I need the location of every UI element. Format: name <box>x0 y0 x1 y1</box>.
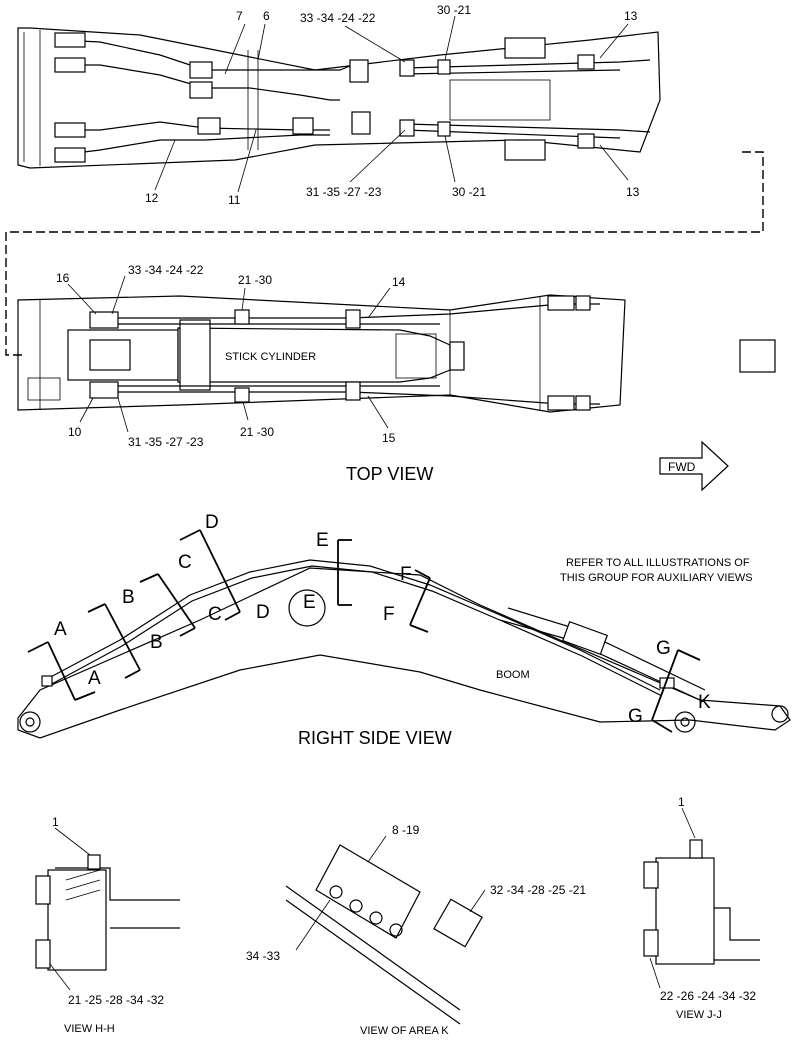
callout-15: 15 <box>382 431 396 445</box>
stick-cylinder-label: STICK CYLINDER <box>225 351 316 363</box>
section-d-bottom: D <box>256 602 270 623</box>
callout-13-bottom: 13 <box>626 185 640 199</box>
view-area-k: 8 -19 32 -34 -28 -25 -21 34 -33 VIEW OF … <box>246 823 586 1037</box>
callout-7: 7 <box>236 9 243 23</box>
section-e-top: E <box>316 530 329 551</box>
callout-6: 6 <box>263 9 270 23</box>
callout-11: 11 <box>228 193 241 207</box>
callout-30-bottom: 30 -21 <box>452 185 486 199</box>
view-j-j-title: VIEW J-J <box>676 1009 722 1021</box>
view-h-h-title: VIEW H-H <box>64 1023 115 1035</box>
refer-note-line1: REFER TO ALL ILLUSTRATIONS OF <box>566 557 750 569</box>
top-view-title: TOP VIEW <box>346 464 433 484</box>
refer-note-line2: THIS GROUP FOR AUXILIARY VIEWS <box>560 572 753 584</box>
callout-13-top: 13 <box>624 9 638 23</box>
callout-10: 10 <box>68 425 82 439</box>
callout-bolts-hh: 21 -25 -28 -34 -32 <box>68 993 164 1007</box>
view-j-j: 1 22 -26 -24 -34 -32 VIEW J-J <box>643 795 760 1021</box>
callout-14: 14 <box>392 275 406 289</box>
section-e-bottom: E <box>303 592 316 613</box>
callout-8-19: 8 -19 <box>392 823 420 837</box>
view-h-h: 1 21 -25 -28 -34 -32 VIEW H-H <box>35 815 180 1035</box>
fwd-label: FWD <box>668 460 696 474</box>
callout-bolts-jj: 22 -26 -24 -34 -32 <box>660 989 756 1003</box>
section-g-top: G <box>656 638 671 659</box>
fwd-arrow: FWD <box>659 440 729 492</box>
callout-12: 12 <box>145 191 159 205</box>
callout-21-30-top: 21 -30 <box>238 273 272 287</box>
top-view-upper: 7 6 33 -34 -24 -22 30 -21 13 12 11 31 -3… <box>17 3 661 207</box>
callout-33-top: 33 -34 -24 -22 <box>300 11 376 25</box>
callout-1-hh: 1 <box>52 815 59 829</box>
boom-label: BOOM <box>496 669 530 681</box>
callout-30-top: 30 -21 <box>437 3 471 17</box>
callout-34-33: 34 -33 <box>246 949 280 963</box>
section-b-bottom: B <box>150 632 163 653</box>
callout-21-30-bottom: 21 -30 <box>240 425 274 439</box>
view-area-k-title: VIEW OF AREA K <box>360 1025 449 1037</box>
callout-33-lower: 33 -34 -24 -22 <box>128 263 204 277</box>
right-side-view: BOOM A A B B C C D D E E F F G G <box>17 512 791 739</box>
section-c-top: C <box>178 552 192 573</box>
right-side-view-title: RIGHT SIDE VIEW <box>298 728 452 748</box>
section-a-bottom: A <box>88 668 101 689</box>
section-f-top: F <box>400 564 412 585</box>
area-k-marker: K <box>698 692 711 713</box>
callout-16: 16 <box>56 271 70 285</box>
section-d-top: D <box>205 512 219 533</box>
section-f-bottom: F <box>383 604 395 625</box>
section-b-top: B <box>122 587 135 608</box>
callout-31-top: 31 -35 -27 -23 <box>306 185 382 199</box>
callout-1-jj: 1 <box>678 795 685 809</box>
section-a-top: A <box>54 619 67 640</box>
callout-31-lower: 31 -35 -27 -23 <box>128 435 204 449</box>
callout-32-group: 32 -34 -28 -25 -21 <box>490 883 586 897</box>
match-line <box>5 151 764 356</box>
top-view-lower: STICK CYLINDER 16 33 -34 -24 -22 21 -30 … <box>17 263 776 449</box>
section-g-bottom: G <box>628 706 643 727</box>
section-c-bottom: C <box>208 604 222 625</box>
